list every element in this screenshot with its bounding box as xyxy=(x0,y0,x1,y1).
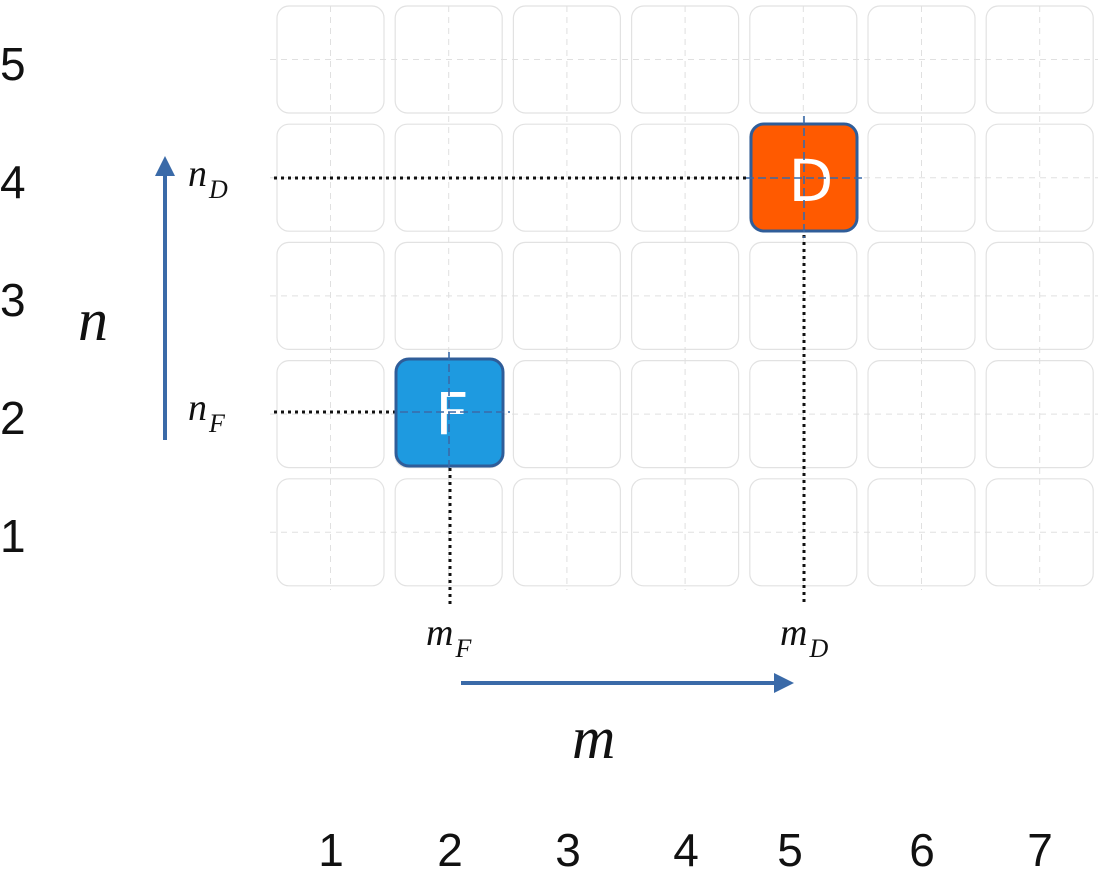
y-tick-3: 3 xyxy=(0,274,26,326)
y-tick-2: 2 xyxy=(0,392,26,444)
x-tick-5: 5 xyxy=(777,824,803,871)
m-axis-label: m xyxy=(572,705,615,771)
n-f-main: n xyxy=(188,387,207,429)
tile-d-letter: D xyxy=(789,147,834,215)
x-tick-6: 6 xyxy=(909,824,935,871)
m-f-subscript: F xyxy=(454,634,472,663)
n-d-main: n xyxy=(188,153,207,195)
x-tick-1: 1 xyxy=(318,824,344,871)
y-tick-5: 5 xyxy=(0,38,26,90)
n-f-subscript: F xyxy=(208,409,226,438)
m-f-label: mF xyxy=(426,612,472,663)
n-f-label: nF xyxy=(188,387,226,438)
x-tick-2: 2 xyxy=(437,824,463,871)
tile-d: D xyxy=(746,116,864,238)
m-d-label: mD xyxy=(780,612,828,663)
tile-f: F xyxy=(394,352,510,472)
x-tick-7: 7 xyxy=(1027,824,1053,871)
m-f-main: m xyxy=(426,612,453,654)
tile-f-letter: F xyxy=(435,380,468,448)
m-d-main: m xyxy=(780,612,807,654)
n-d-label: nD xyxy=(188,153,228,204)
y-tick-1: 1 xyxy=(0,510,26,562)
n-d-subscript: D xyxy=(208,175,228,204)
x-tick-labels: 1 2 3 4 5 6 7 xyxy=(318,824,1053,871)
y-tick-4: 4 xyxy=(0,156,26,208)
grid-cell xyxy=(630,478,740,587)
x-tick-4: 4 xyxy=(673,824,699,871)
x-tick-3: 3 xyxy=(555,824,581,871)
n-axis-label: n xyxy=(78,287,108,353)
y-tick-labels: 5 4 3 2 1 xyxy=(0,38,26,562)
m-d-subscript: D xyxy=(808,634,828,663)
